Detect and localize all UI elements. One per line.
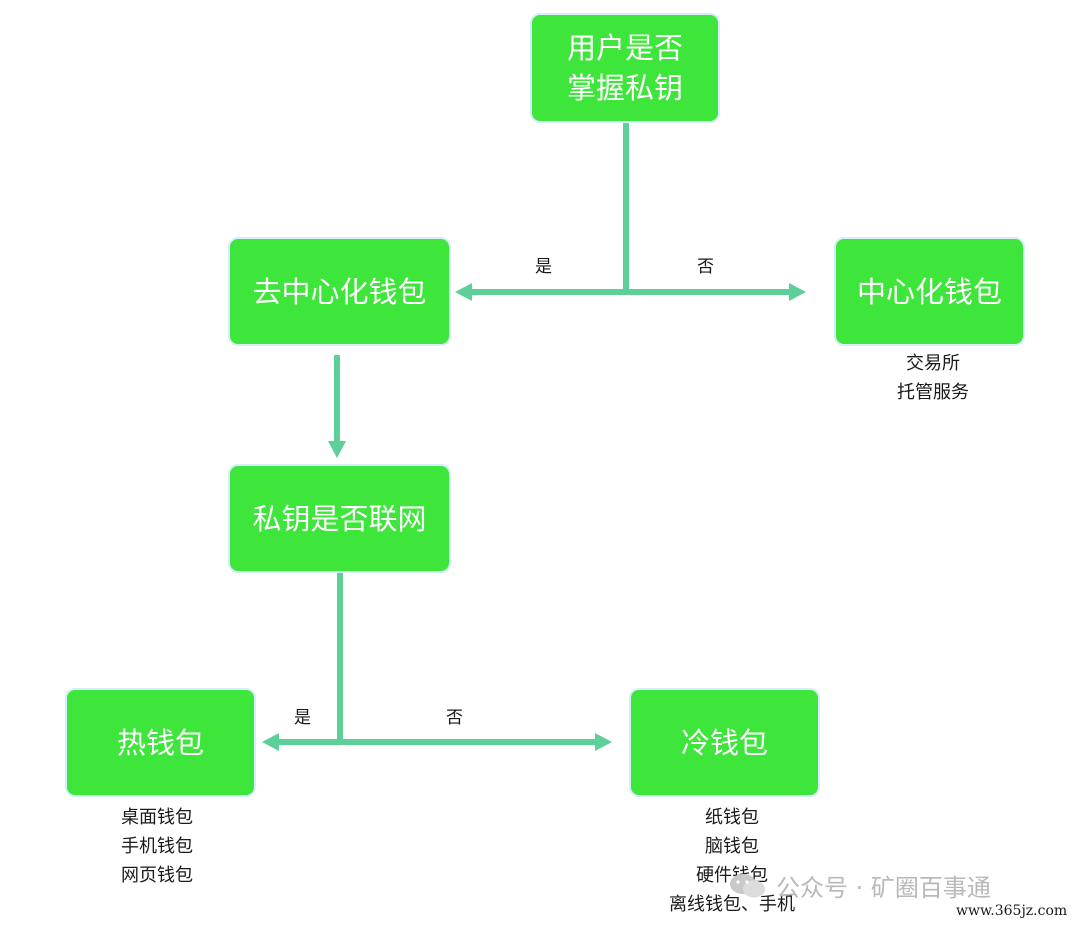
example-item: 交易所 — [906, 353, 960, 374]
edge-label-no-2: 否 — [446, 708, 463, 728]
centralized-examples: 交易所 托管服务 — [884, 349, 982, 407]
edge-label-no-1: 否 — [697, 257, 714, 277]
arrowhead-right-cold — [595, 733, 612, 751]
node-hot-label: 热钱包 — [116, 725, 204, 760]
example-item: 纸钱包 — [705, 807, 759, 828]
node-root-label: 用户是否 掌握私钥 — [566, 31, 683, 105]
example-item: 脑钱包 — [705, 836, 759, 857]
example-item: 网页钱包 — [121, 865, 193, 886]
watermark-text: 公众号 · 矿圈百事通 — [776, 874, 991, 902]
arrowhead-down-keyonline — [328, 441, 346, 458]
node-hot-wallet: 热钱包 — [65, 688, 256, 797]
watermark-url: www.365jz.com — [956, 903, 1068, 919]
node-key-online-label: 私钥是否联网 — [252, 501, 427, 536]
node-root: 用户是否 掌握私钥 — [530, 13, 720, 123]
example-item: 手机钱包 — [121, 836, 193, 857]
arrowhead-right-centralized — [789, 283, 806, 301]
hot-examples: 桌面钱包 手机钱包 网页钱包 — [108, 803, 206, 890]
example-item: 托管服务 — [897, 382, 969, 403]
node-decentralized-wallet: 去中心化钱包 — [228, 237, 451, 346]
arrowhead-left-hot — [262, 733, 279, 751]
example-item: 离线钱包、手机 — [669, 894, 795, 915]
node-decentralized-label: 去中心化钱包 — [252, 274, 427, 309]
wechat-icon — [730, 874, 765, 898]
edge-label-yes-1: 是 — [535, 257, 552, 277]
node-cold-label: 冷钱包 — [680, 725, 768, 760]
node-cold-wallet: 冷钱包 — [629, 688, 820, 797]
arrowhead-left-decentralized — [455, 283, 472, 301]
node-centralized-label: 中心化钱包 — [856, 274, 1002, 309]
node-centralized-wallet: 中心化钱包 — [834, 237, 1025, 346]
example-item: 桌面钱包 — [121, 807, 193, 828]
cold-examples: 纸钱包 脑钱包 硬件钱包 离线钱包、手机 — [652, 803, 812, 919]
node-key-online: 私钥是否联网 — [228, 464, 451, 573]
edge-label-yes-2: 是 — [294, 708, 311, 728]
